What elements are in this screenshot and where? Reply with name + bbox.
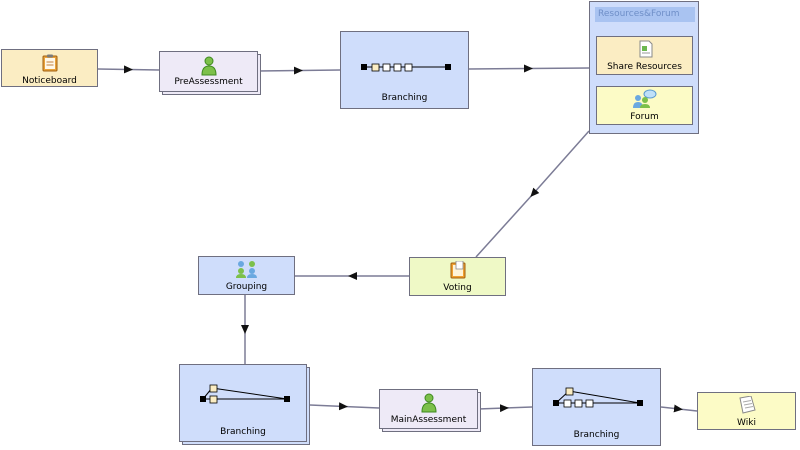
connector-resources-voting <box>475 130 590 258</box>
share-resources-node[interactable]: Share Resources <box>596 36 693 75</box>
mainassessment-label: MainAssessment <box>390 415 467 425</box>
clipboard-icon <box>42 54 58 72</box>
preassessment-node[interactable]: PreAssessment <box>159 51 258 92</box>
voting-node[interactable]: Voting <box>409 257 506 296</box>
wiki-label: Wiki <box>737 418 756 428</box>
branching-icon <box>200 384 290 404</box>
wiki-node[interactable]: Wiki <box>697 392 796 430</box>
resources-forum-container[interactable]: Resources&Forum Share Resources Forum <box>589 1 699 134</box>
connector-mainassessment-branching <box>477 404 533 413</box>
branching-label-2: Branching <box>220 427 266 437</box>
person-icon <box>201 56 217 76</box>
mainassessment-node[interactable]: MainAssessment <box>379 389 478 429</box>
branching-label-3: Branching <box>573 430 620 440</box>
document-icon <box>639 40 653 58</box>
grouping-node[interactable]: Grouping <box>198 256 295 295</box>
branching-label-1: Branching <box>381 93 428 103</box>
branching-icon <box>553 387 643 408</box>
group-icon <box>236 261 257 278</box>
branching-node-1[interactable]: Branching <box>340 31 469 109</box>
noticeboard-node[interactable]: Noticeboard <box>1 49 98 87</box>
branching-node-2[interactable]: Branching <box>179 364 307 442</box>
person-icon <box>421 393 437 413</box>
connector-branching-resources <box>468 64 590 73</box>
connector-branching-mainassessment <box>309 402 380 411</box>
branching-sequence-icon <box>361 63 451 72</box>
connector-noticeboard-preassessment <box>97 65 160 74</box>
noticeboard-label: Noticeboard <box>22 76 77 86</box>
connector-branching-wiki <box>660 404 698 413</box>
resources-forum-title: Resources&Forum <box>595 7 695 22</box>
voting-label: Voting <box>443 283 472 293</box>
people-chat-icon <box>633 89 657 108</box>
preassessment-label: PreAssessment <box>174 77 243 87</box>
grouping-label: Grouping <box>225 282 268 292</box>
ballot-icon <box>450 261 466 279</box>
forum-node[interactable]: Forum <box>596 86 693 125</box>
share-resources-label: Share Resources <box>607 62 682 72</box>
connector-preassessment-branching <box>257 66 341 75</box>
page-icon <box>739 396 756 414</box>
forum-label: Forum <box>630 112 659 122</box>
branching-node-3[interactable]: Branching <box>532 368 661 446</box>
